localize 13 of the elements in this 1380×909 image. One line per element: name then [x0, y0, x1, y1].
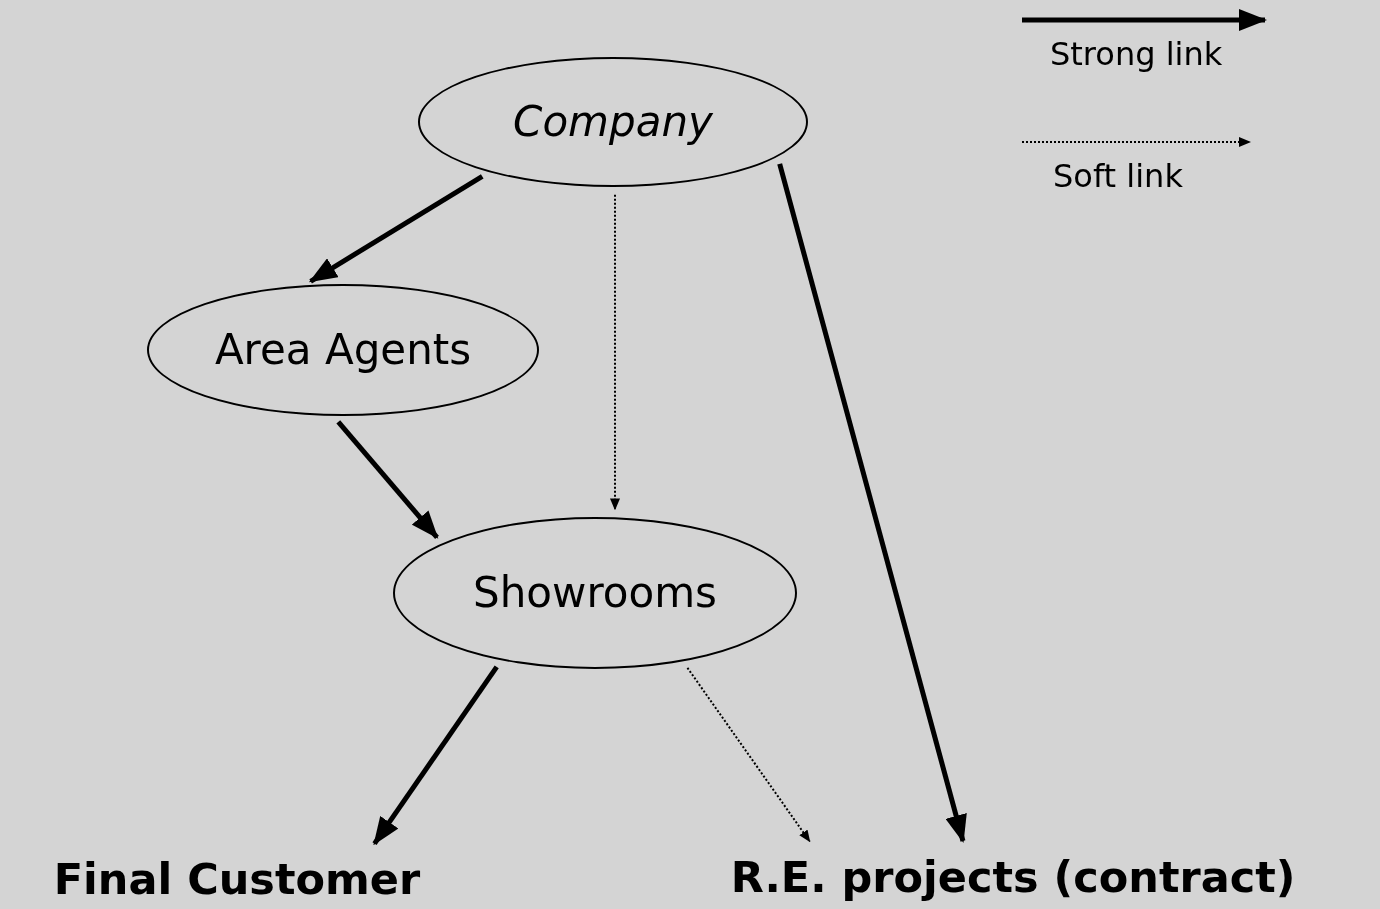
node-label: Final Customer: [4, 850, 470, 908]
arrow: [777, 163, 967, 843]
legend-text: Soft link: [1053, 160, 1183, 192]
arrow: [308, 174, 484, 284]
dotted-arrow: [686, 666, 811, 843]
ellipse-node: Showrooms: [393, 517, 797, 669]
node-label: R.E. projects (contract): [650, 848, 1376, 906]
ellipse-node: Company: [418, 57, 808, 187]
legend-text: Strong link: [1050, 38, 1223, 70]
arrow: [372, 665, 499, 846]
dotted-arrow: [610, 193, 620, 511]
arrow: [336, 420, 439, 539]
ellipse-node: Area Agents: [147, 284, 539, 416]
